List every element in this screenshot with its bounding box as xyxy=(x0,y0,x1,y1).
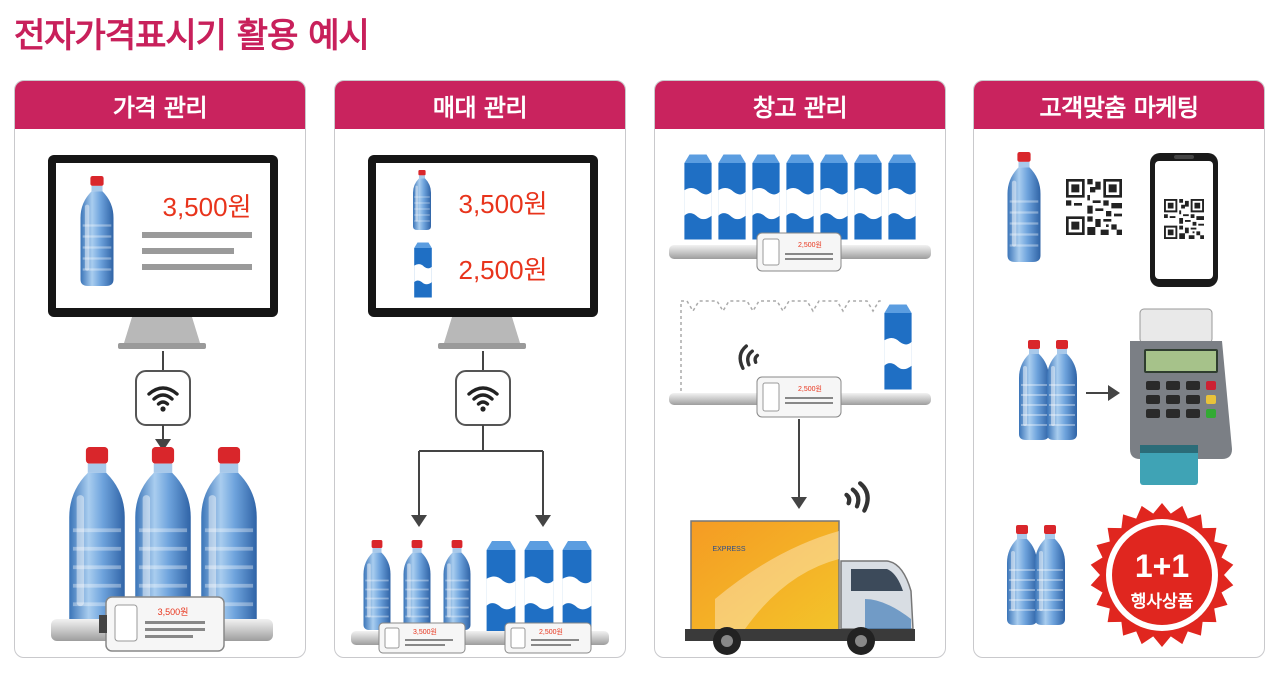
milk-carton-icon xyxy=(820,154,848,240)
signal-icon xyxy=(846,483,867,510)
badge-main-text: 1+1 xyxy=(1135,548,1189,584)
monitor-price: 3,500원 xyxy=(459,189,548,219)
customer-marketing-panel: 고객맞춤 마케팅 xyxy=(973,80,1265,658)
water-bottle-icon xyxy=(362,539,392,631)
monitor-price: 2,500원 xyxy=(459,255,548,285)
monitor-icon xyxy=(368,155,598,349)
milk-carton-icon xyxy=(684,154,712,240)
electronic-shelf-label: 2,500원 xyxy=(756,232,842,272)
arrow-icon xyxy=(411,515,427,527)
arrow-icon xyxy=(155,439,171,451)
milk-carton-icon xyxy=(718,154,746,240)
arrow-icon xyxy=(535,515,551,527)
signal-icon xyxy=(738,344,760,370)
price-management-panel: 가격 관리 3,500원 xyxy=(14,80,306,658)
badge-sub-text: 행사상품 xyxy=(1131,592,1194,612)
panel-heading: 매대 관리 xyxy=(335,81,625,129)
monitor-price: 3,500원 xyxy=(163,192,252,222)
milk-carton-icon xyxy=(888,154,916,240)
shelf-management-panel: 매대 관리 3,500원 2,500원 xyxy=(334,80,626,658)
water-bottle-icon xyxy=(1033,523,1067,627)
arrow-icon xyxy=(791,497,807,509)
tag-price: 3,500원 xyxy=(158,607,189,617)
panel-heading: 고객맞춤 마케팅 xyxy=(974,81,1264,129)
electronic-shelf-label: 2,500원 xyxy=(504,622,592,654)
arrow-icon xyxy=(1108,385,1120,401)
qr-code-icon xyxy=(1066,179,1122,235)
milk-carton-icon xyxy=(486,541,516,631)
water-bottle-icon xyxy=(402,539,432,631)
water-bottle-icon xyxy=(1006,151,1042,263)
milk-carton-icon xyxy=(786,154,814,240)
promo-badge: 1+1 행사상품 xyxy=(1090,503,1234,647)
panel-heading: 창고 관리 xyxy=(655,81,945,129)
tag-price: 2,500원 xyxy=(798,240,822,249)
electronic-shelf-label: 3,500원 xyxy=(378,622,466,654)
milk-carton-icon xyxy=(854,154,882,240)
warehouse-management-panel: 창고 관리 2,500원 xyxy=(654,80,946,658)
card-terminal-icon xyxy=(1130,308,1232,485)
milk-carton-icon xyxy=(562,541,592,631)
milk-carton-icon xyxy=(524,541,554,631)
truck-brand: EXPRESS xyxy=(712,546,745,553)
tag-price: 2,500원 xyxy=(539,627,563,636)
water-bottle-icon xyxy=(1045,338,1079,442)
tag-price: 3,500원 xyxy=(413,627,437,636)
electronic-shelf-label: 3,500원 xyxy=(99,596,225,652)
electronic-shelf-label: 2,500원 xyxy=(756,376,842,418)
water-bottle-icon xyxy=(1017,338,1051,442)
tag-price: 2,500원 xyxy=(798,384,822,393)
page-title: 전자가격표시기 활용 예시 xyxy=(14,16,370,56)
water-bottle-icon xyxy=(442,539,472,631)
water-bottle-icon xyxy=(1005,523,1039,627)
panel-heading: 가격 관리 xyxy=(15,81,305,129)
milk-carton-icon xyxy=(884,304,912,390)
qr-code-icon xyxy=(1164,199,1204,239)
milk-carton-icon xyxy=(752,154,780,240)
milk-carton-icon xyxy=(414,242,432,298)
truck-icon: EXPRESS xyxy=(685,520,915,655)
